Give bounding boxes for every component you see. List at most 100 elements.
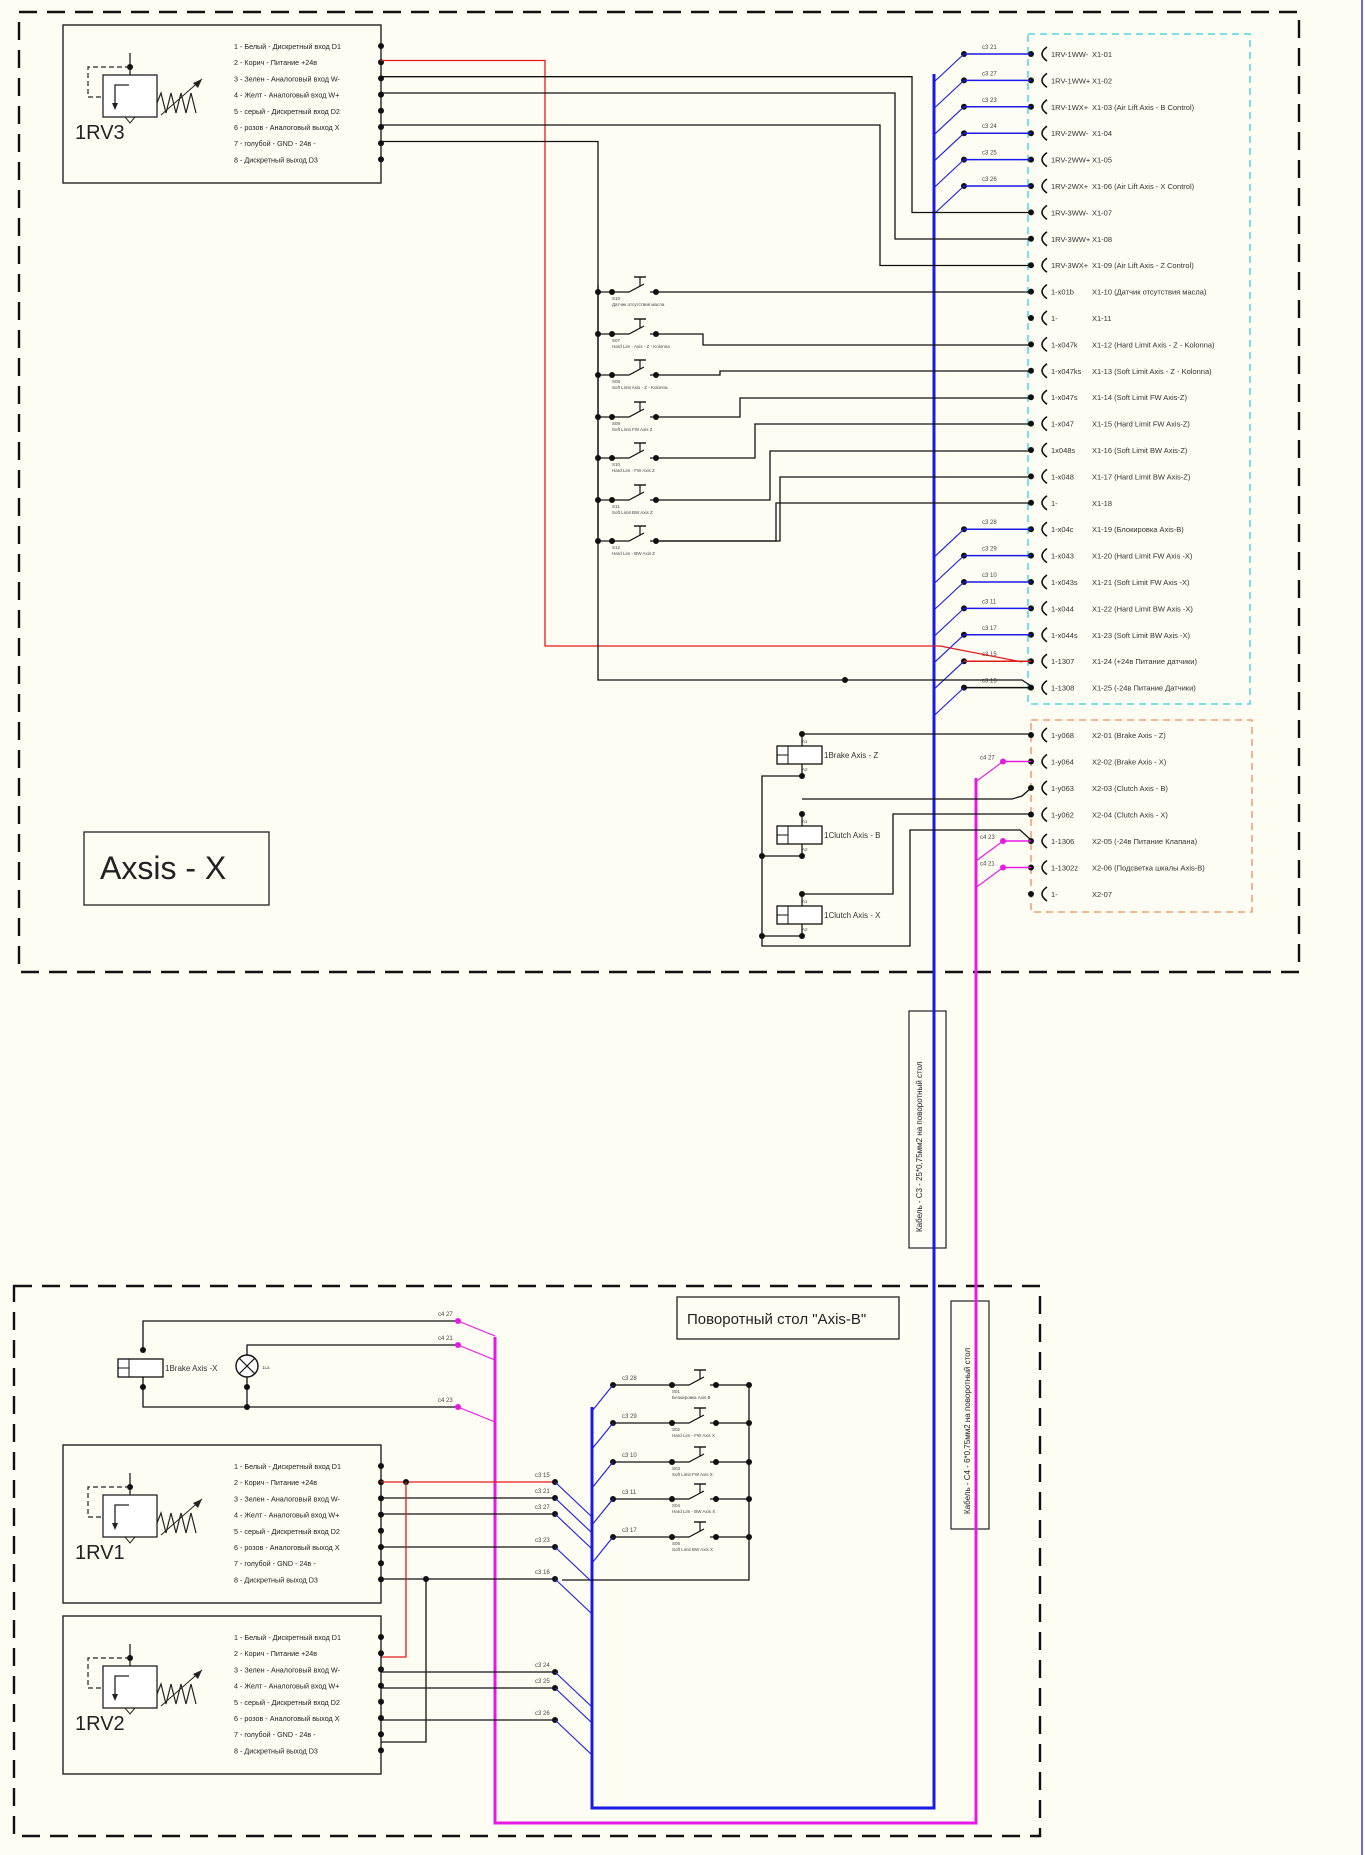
cable-branch: [554, 1719, 593, 1756]
terminal-id: 1-x047k: [1051, 340, 1078, 349]
junction-dot: [746, 1496, 752, 1502]
valve-pin-dot: [378, 1747, 384, 1754]
cable-branch: [933, 53, 965, 83]
switch-label: Блокировка Axis B: [672, 1395, 711, 1400]
terminal-dot: [1028, 891, 1034, 897]
x1-terminal-frame: [1027, 33, 1251, 705]
pilot-dashed-line: [87, 1657, 130, 1689]
terminal-label: X1-16 (Soft Limit BW Axis-Z): [1092, 446, 1188, 455]
cable-core-label: c4 21: [438, 1336, 453, 1342]
axis-b-title: Поворотный стол "Axis-B": [687, 1311, 866, 1328]
valve-pin-dot: [378, 1731, 384, 1738]
terminal-id: 1RV-1WW-: [1051, 50, 1089, 59]
x1-terminal: 1-X1-11: [1028, 310, 1111, 326]
valve-pin-label: 2 - Корич - Питание +24в: [234, 1649, 317, 1658]
cable-core-label: c3 17: [982, 626, 997, 632]
cable-branch: [554, 1578, 593, 1615]
valve-pin-dot: [378, 1634, 384, 1640]
terminal-id: 1RV-3WW-: [1051, 208, 1089, 217]
cable-branch: [933, 185, 965, 215]
valve-pin-dot: [378, 1698, 384, 1705]
terminal-connector-icon: [1041, 627, 1048, 643]
x2-terminal-frame: [1030, 719, 1253, 913]
terminal-id: 1RV-2WW+: [1051, 156, 1091, 165]
wire-rv3-x-out: [381, 124, 1031, 267]
terminal-id: 1RV-1WW+: [1051, 76, 1091, 85]
terminal-connector-icon: [1041, 283, 1048, 300]
terminal-connector-icon: [1041, 363, 1048, 379]
valve-pin-label: 3 - Зелен - Аналоговый вход W-: [234, 74, 341, 83]
cable-core-label: c3 21: [982, 45, 997, 51]
cable-branch: [933, 581, 965, 611]
switch-contact-icon: [672, 1453, 705, 1463]
lamp-label: 1La: [262, 1365, 270, 1370]
terminal-id: 1-y063: [1051, 784, 1074, 793]
valve-pin-label: 6 - розов - Аналоговый выход X: [234, 1714, 340, 1723]
valve-pin-dot: [378, 1682, 384, 1689]
cable-core-label: c3 23: [982, 98, 997, 104]
terminal-label: X1-23 (Soft Limit BW Axis -X): [1092, 631, 1190, 640]
x2-terminal: 1-y063 X2-03 (Clutch Axis - B): [1028, 780, 1168, 796]
x1-terminal: 1RV-3WW-X1-07: [1028, 204, 1112, 221]
terminal-label: X1-06 (Air Lift Axis - X Control): [1092, 182, 1195, 191]
junction-dot: [244, 1384, 250, 1390]
spring-icon: [156, 1682, 197, 1705]
wire-rv3-w-plus: [381, 92, 1031, 240]
terminal-label: X1-14 (Soft Limit FW Axis-Z): [1092, 393, 1188, 402]
terminal-label: X1-17 (Hard Limit BW Axis-Z): [1092, 472, 1191, 481]
terminal-label: X2-03 (Clutch Axis - B): [1092, 784, 1168, 793]
cable-branch: [457, 1320, 496, 1337]
switch-tag: S03: [672, 1466, 681, 1471]
junction-dot: [759, 853, 765, 859]
valve-pin-dot: [378, 43, 384, 49]
adjust-arrowhead-icon: [193, 1670, 202, 1679]
wire-24v-supply: [381, 59, 1023, 663]
valve-pin-dot: [378, 107, 384, 114]
cable-core-label: c3 28: [982, 520, 997, 526]
terminal-connector-icon: [1041, 653, 1048, 669]
valve-pin-label: 2 - Корич - Питание +24в: [234, 58, 317, 67]
terminal-connector-icon: [1041, 178, 1048, 194]
terminal-connector-icon: [1041, 495, 1048, 511]
valve-pin-label: 5 - серый - Дискретный вход D2: [234, 1698, 340, 1707]
terminal-connector-icon: [1041, 336, 1048, 353]
switch-label: Soft Limit BW Axis X: [672, 1547, 713, 1552]
cable-c3-bus: [590, 74, 936, 1810]
switch-label: Hard Lim - FW Axis X: [672, 1433, 715, 1438]
terminal-label: X1-19 (Блокировка Axis-B): [1092, 525, 1184, 534]
x2-terminal: 1-X2-07: [1028, 886, 1112, 902]
coil-pin-a1: A1: [802, 819, 808, 824]
terminal-label: X2-05 (-24в Питание Клапана): [1092, 837, 1198, 846]
coil-label: 1Brake Axis - Z: [824, 751, 878, 760]
terminal-label: X1-04: [1092, 129, 1112, 138]
terminal-id: 1-x047ks: [1051, 367, 1082, 376]
valve-body-icon: [102, 1665, 158, 1709]
valve-frame: [62, 1444, 382, 1604]
cable-branch: [933, 687, 965, 717]
cable-branch: [591, 1461, 614, 1489]
cable-core-label: c3 25: [535, 1679, 550, 1685]
switch-tag: S10: [612, 296, 621, 301]
x1-terminal: 1RV-3WW+X1-08: [1028, 231, 1112, 247]
junction-dot: [759, 933, 765, 939]
terminal-label: X1-03 (Air Lift Axis - B Control): [1092, 103, 1195, 112]
valve-pin-label: 3 - Зелен - Аналоговый вход W-: [234, 1665, 341, 1674]
terminal-id: 1-1306: [1051, 837, 1074, 846]
wire: [802, 787, 1032, 800]
terminal-label: X1-02: [1092, 76, 1112, 85]
terminal-label: X1-24 (+24в Питание датчики): [1092, 657, 1197, 666]
wire-rv3-gnd: [381, 140, 1032, 687]
wire-rv3-w-minus: [381, 76, 1031, 214]
cable-core-label: c3 29: [622, 1414, 637, 1420]
junction-dot: [746, 1382, 752, 1388]
cable-branch: [591, 1384, 614, 1412]
